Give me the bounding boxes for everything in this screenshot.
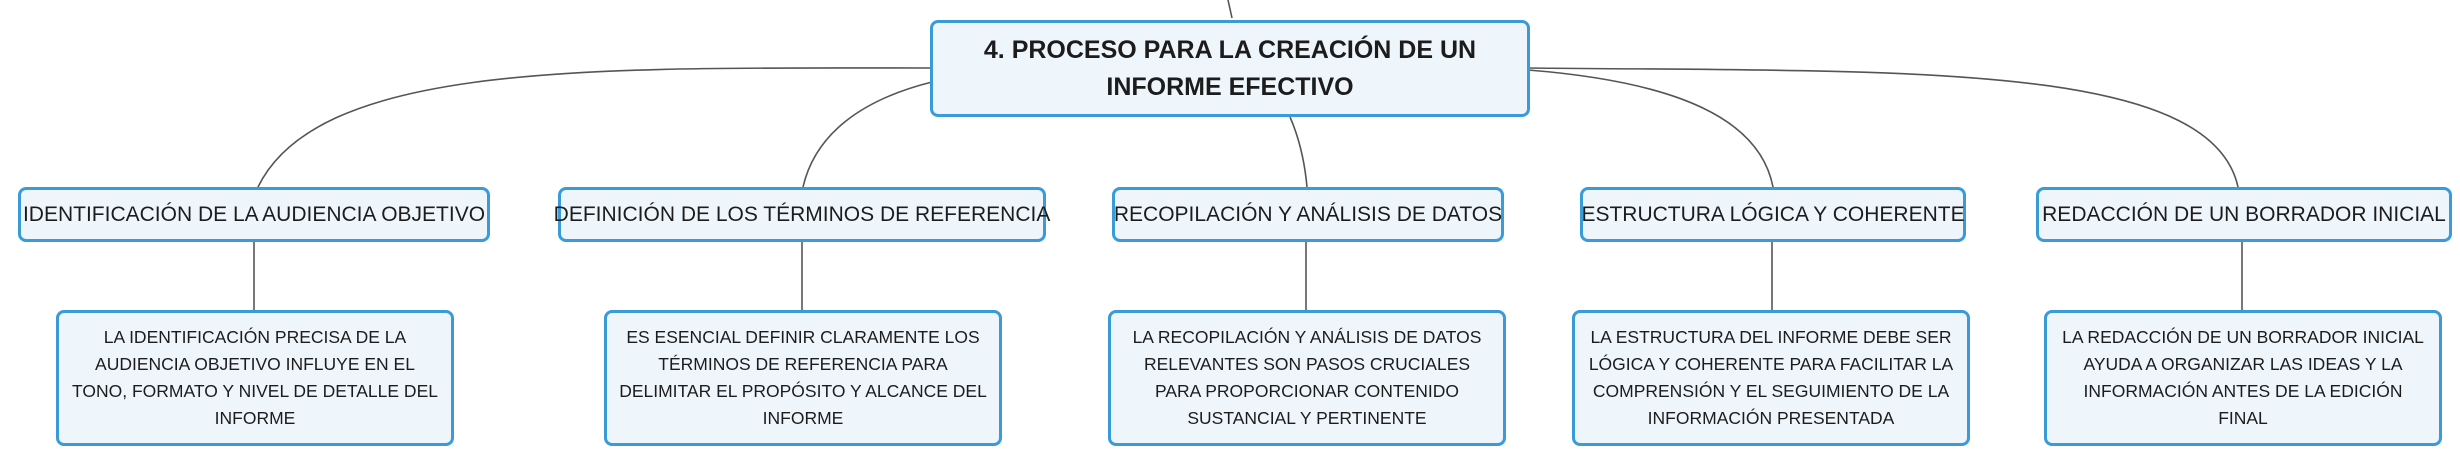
detail-topic-borrador[interactable]: LA REDACCIÓN DE UN BORRADOR INICIAL AYUD… xyxy=(2044,310,2442,446)
connector-root-branch-2 xyxy=(802,81,933,188)
connector-root-branch-5 xyxy=(1527,67,2239,188)
connector-root-branch-1 xyxy=(257,67,933,188)
detail-topic-text: LA ESTRUCTURA DEL INFORME DEBE SER LÓGIC… xyxy=(1588,327,1954,428)
detail-topic-estructura[interactable]: LA ESTRUCTURA DEL INFORME DEBE SER LÓGIC… xyxy=(1572,310,1970,446)
branch-topic-borrador[interactable]: REDACCIÓN DE UN BORRADOR INICIAL xyxy=(2036,187,2452,242)
connector-root-branch-3 xyxy=(1289,116,1308,188)
branch-topic-label: IDENTIFICACIÓN DE LA AUDIENCIA OBJETIVO xyxy=(22,202,486,226)
root-topic-label: 4. PROCESO PARA LA CREACIÓN DE UN INFORM… xyxy=(983,35,1477,101)
branch-topic-label: RECOPILACIÓN Y ANÁLISIS DE DATOS xyxy=(1113,202,1503,226)
detail-topic-text: LA IDENTIFICACIÓN PRECISA DE LA AUDIENCI… xyxy=(72,327,438,428)
branch-topic-label: ESTRUCTURA LÓGICA Y COHERENTE xyxy=(1581,202,1965,226)
detail-topic-terminos[interactable]: ES ESENCIAL DEFINIR CLARAMENTE LOS TÉRMI… xyxy=(604,310,1002,446)
detail-topic-text: ES ESENCIAL DEFINIR CLARAMENTE LOS TÉRMI… xyxy=(619,327,987,428)
branch-topic-label: REDACCIÓN DE UN BORRADOR INICIAL xyxy=(2042,202,2446,226)
detail-topic-audiencia[interactable]: LA IDENTIFICACIÓN PRECISA DE LA AUDIENCI… xyxy=(56,310,454,446)
root-topic[interactable]: 4. PROCESO PARA LA CREACIÓN DE UN INFORM… xyxy=(930,20,1530,117)
connector-root-branch-4 xyxy=(1527,69,1774,188)
branch-topic-estructura[interactable]: ESTRUCTURA LÓGICA Y COHERENTE xyxy=(1580,187,1966,242)
detail-topic-text: LA RECOPILACIÓN Y ANÁLISIS DE DATOS RELE… xyxy=(1132,327,1482,428)
branch-topic-audiencia[interactable]: IDENTIFICACIÓN DE LA AUDIENCIA OBJETIVO xyxy=(18,187,490,242)
connector-root-parent xyxy=(1227,0,1233,19)
branch-topic-datos[interactable]: RECOPILACIÓN Y ANÁLISIS DE DATOS xyxy=(1112,187,1504,242)
branch-topic-terminos[interactable]: DEFINICIÓN DE LOS TÉRMINOS DE REFERENCIA xyxy=(554,187,1050,242)
branch-topic-label: DEFINICIÓN DE LOS TÉRMINOS DE REFERENCIA xyxy=(553,202,1051,226)
detail-topic-datos[interactable]: LA RECOPILACIÓN Y ANÁLISIS DE DATOS RELE… xyxy=(1108,310,1506,446)
detail-topic-text: LA REDACCIÓN DE UN BORRADOR INICIAL AYUD… xyxy=(2062,327,2424,428)
